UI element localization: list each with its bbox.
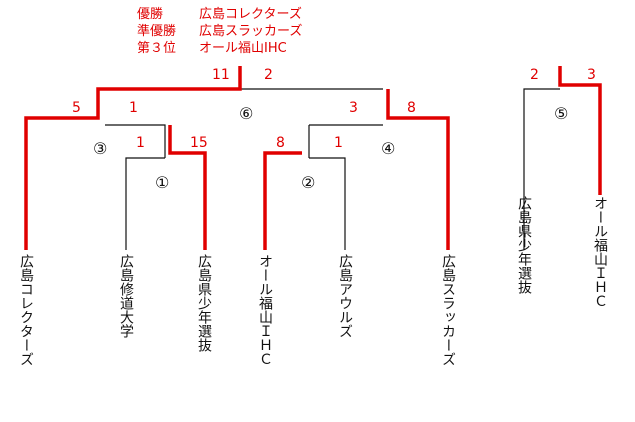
rank-team: オール福山IHC [199, 41, 287, 56]
winner-path-sho-senbatsu [168, 125, 207, 250]
game-1-bracket [125, 157, 165, 250]
rank-team: 広島スラッカーズ [199, 24, 303, 39]
rank-label: 優勝 [137, 7, 164, 22]
rank-label: 第３位 [137, 41, 177, 56]
game-4-left-score: 8 [407, 100, 416, 116]
team-6-name: 広島スラッカーズ [440, 254, 456, 366]
game-1-left-score: 1 [136, 135, 145, 151]
results-summary: 優勝 広島コレクターズ 準優勝 広島スラッカーズ 第３位 オール福山IHC [137, 6, 302, 57]
team-2-name: 広島修道大学 [118, 254, 134, 338]
winner-path-fukuyama [263, 151, 302, 250]
game-6-left-score: 11 [212, 67, 230, 83]
game-6-number: ⑥ [239, 104, 253, 123]
winner-path-slackers [386, 89, 450, 250]
team-3-name: 広島県少年選抜 [196, 254, 212, 352]
game-4-number: ④ [381, 139, 395, 158]
bracket-lines [105, 88, 560, 250]
game-5-bracket [523, 88, 560, 250]
game-4-right-score: 3 [349, 100, 358, 116]
team-5-name: 広島アウルズ [337, 254, 353, 338]
result-row-runner-up: 準優勝 広島スラッカーズ [137, 23, 302, 40]
winner-path-collectors [24, 66, 242, 250]
game-2-left-score: 8 [276, 135, 285, 151]
winner-path-game-5 [558, 66, 602, 195]
game-2-bracket [309, 157, 346, 250]
game-2-number: ② [301, 173, 315, 192]
game-1-right-score: 15 [190, 135, 208, 151]
game-3-left-score: 5 [72, 100, 81, 116]
team-8-name: オール福山ＩＨＣ [592, 196, 608, 308]
rank-label: 準優勝 [137, 24, 177, 39]
game-3-right-score: 1 [129, 100, 138, 116]
game-5-right-score: 3 [587, 67, 596, 83]
game-5-number: ⑤ [554, 104, 568, 123]
team-4-name: オール福山ＩＨＣ [257, 254, 273, 366]
game-6-right-score: 2 [264, 67, 273, 83]
game-2-right-score: 1 [334, 135, 343, 151]
team-7-name: 広島県少年選抜 [516, 196, 532, 294]
winner-lines [24, 66, 602, 250]
game-3-number: ③ [93, 139, 107, 158]
game-5-left-score: 2 [530, 67, 539, 83]
game-1-number: ① [155, 173, 169, 192]
result-row-champion: 優勝 広島コレクターズ [137, 6, 302, 23]
team-1-name: 広島コレクターズ [18, 254, 34, 366]
game-3-bracket [105, 124, 166, 158]
result-row-third: 第３位 オール福山IHC [137, 40, 302, 57]
rank-team: 広島コレクターズ [199, 7, 302, 22]
